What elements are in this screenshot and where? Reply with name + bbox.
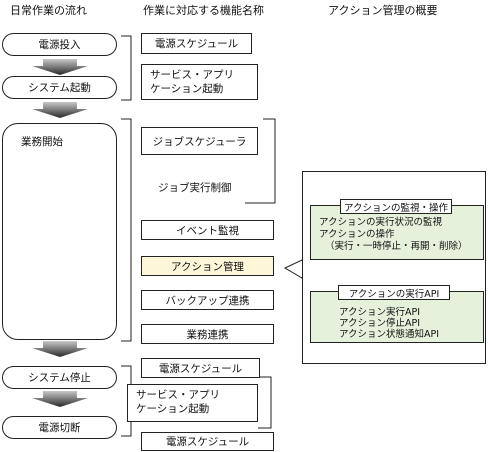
- api-line1: アクション実行API: [339, 307, 421, 318]
- api-title: アクションの実行API: [338, 285, 450, 300]
- flow-arrow-2: [32, 102, 88, 118]
- func-power-schedule-2: 電源スケジュール: [141, 358, 260, 378]
- func-job-scheduler: ジョブスケジューラ: [141, 127, 258, 155]
- flow-system-start: システム起動: [2, 76, 117, 99]
- api-line2: アクション停止API: [339, 318, 421, 329]
- func-service-app-start-1: サービス・アプリ ケーション起動: [141, 64, 258, 100]
- monitor-line1: アクションの実行状況の監視: [319, 217, 443, 228]
- func-power-schedule-3: 電源スケジュール: [141, 432, 274, 451]
- func-power-schedule-1: 電源スケジュール: [141, 33, 252, 54]
- flow-arrow-3: [32, 341, 88, 357]
- func-service-app-start-2-line1: サービス・アプリ: [136, 389, 220, 401]
- job-frame: [245, 118, 276, 204]
- flow-business-start: 業務開始: [21, 136, 63, 148]
- flow-arrow-1: [32, 59, 88, 75]
- func-service-app-start-2: サービス・アプリ ケーション起動: [127, 384, 258, 422]
- func-business-link: 業務連携: [141, 324, 274, 344]
- header-flow: 日常作業の流れ: [10, 4, 87, 17]
- func-backup-link: バックアップ連携: [141, 290, 274, 310]
- header-functions: 作業に対応する機能名称: [143, 4, 264, 17]
- monitor-line3: （実行・一時停止・再開・削除）: [325, 241, 468, 252]
- func-service-app-start-1-line2: ケーション起動: [150, 83, 224, 95]
- flow-arrow-4: [32, 391, 88, 407]
- bracket-startup: [121, 35, 132, 101]
- monitor-title: アクションの監視・操作: [340, 199, 452, 214]
- func-service-app-start-1-line1: サービス・アプリ: [150, 69, 234, 81]
- monitor-line2: アクションの操作: [319, 229, 395, 240]
- func-service-app-start-2-line2: ケーション起動: [136, 403, 210, 415]
- func-event-monitor: イベント監視: [141, 220, 274, 240]
- flow-power-on: 電源投入: [2, 33, 117, 56]
- api-line3: アクション状態通知API: [339, 329, 440, 340]
- bracket-business: [121, 118, 132, 342]
- func-action-management: アクション管理: [141, 256, 274, 276]
- func-job-exec-control: ジョブ実行制御: [158, 182, 232, 194]
- callout-pointer: [283, 259, 303, 279]
- header-overview: アクション管理の概要: [328, 4, 438, 17]
- service-frame: [258, 376, 272, 429]
- flow-power-off: 電源切断: [2, 416, 117, 439]
- flow-system-stop: システム停止: [2, 366, 117, 389]
- flow-business-period: 業務開始: [2, 123, 117, 340]
